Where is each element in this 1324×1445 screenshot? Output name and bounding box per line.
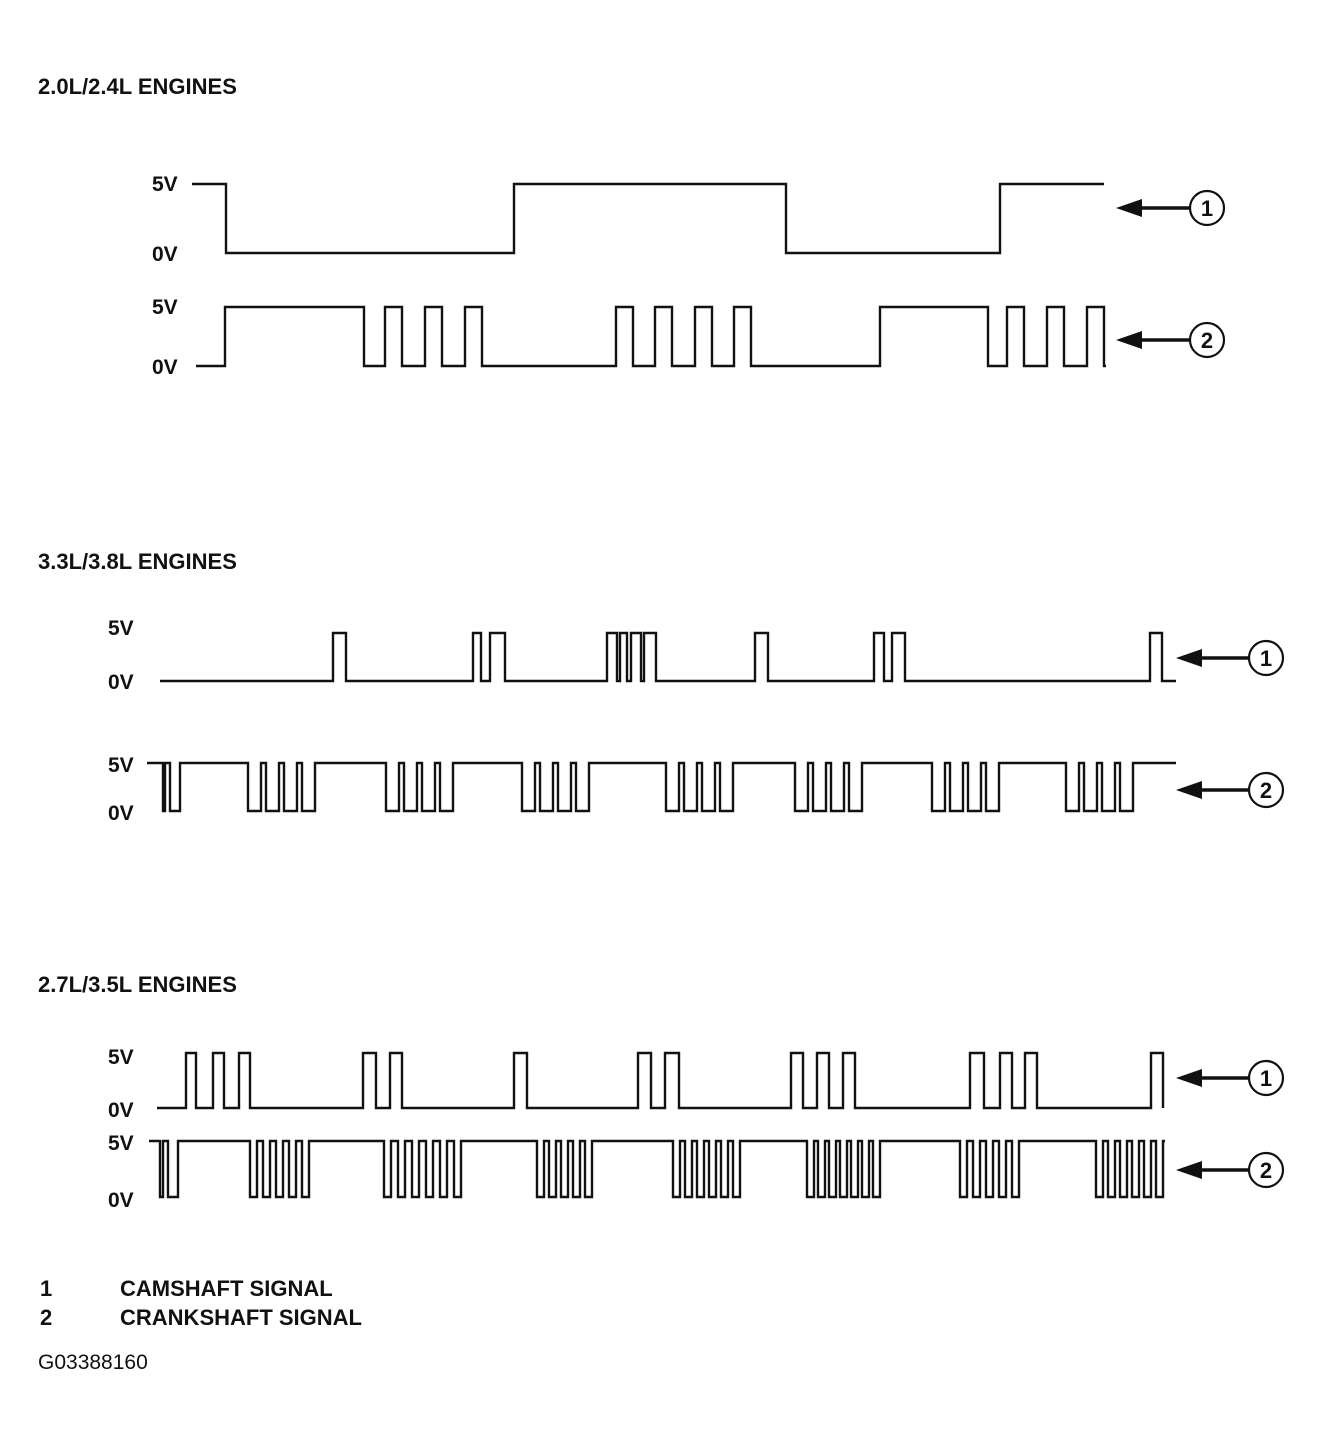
section-title: 2.7L/3.5L ENGINES xyxy=(38,972,237,997)
callout-camshaft: 1 xyxy=(1116,189,1226,227)
callout-number: 1 xyxy=(1201,196,1213,221)
callout-number: 2 xyxy=(1260,1158,1272,1183)
legend-item-camshaft: 1 CAMSHAFT SIGNAL xyxy=(40,1276,333,1301)
callout-camshaft: 1 xyxy=(1176,639,1285,677)
callout-camshaft: 1 xyxy=(1176,1059,1285,1097)
callout-crankshaft: 2 xyxy=(1116,321,1226,359)
section-title: 2.0L/2.4L ENGINES xyxy=(38,74,237,99)
figure-code: G03388160 xyxy=(38,1351,148,1374)
callout-crankshaft: 2 xyxy=(1176,771,1285,809)
crankshaft-waveform xyxy=(149,1139,1165,1199)
callout-crankshaft: 2 xyxy=(1176,1151,1285,1189)
section-3-3l-3-8l: 3.3L/3.8L ENGINES 5V 0V 1 5V 0V 2 xyxy=(38,549,1285,825)
voltage-label-5v: 5V xyxy=(108,1046,134,1069)
voltage-label-5v: 5V xyxy=(152,296,178,319)
callout-circle xyxy=(1188,189,1226,227)
voltage-label-5v: 5V xyxy=(108,1132,134,1155)
voltage-label-5v: 5V xyxy=(108,617,134,640)
legend-text: CRANKSHAFT SIGNAL xyxy=(120,1305,362,1330)
callout-number: 2 xyxy=(1201,328,1213,353)
legend-text: CAMSHAFT SIGNAL xyxy=(120,1276,333,1301)
callout-number: 2 xyxy=(1260,778,1272,803)
callout-number: 1 xyxy=(1260,646,1272,671)
voltage-label-5v: 5V xyxy=(152,173,178,196)
camshaft-waveform xyxy=(192,182,1104,255)
callout-circle xyxy=(1247,771,1285,809)
voltage-label-0v: 0V xyxy=(108,802,134,825)
camshaft-waveform xyxy=(160,631,1176,683)
voltage-label-0v: 0V xyxy=(152,356,178,379)
arrow-icon xyxy=(1116,199,1142,217)
arrow-icon xyxy=(1176,1069,1202,1087)
callout-circle xyxy=(1247,639,1285,677)
callout-circle xyxy=(1247,1151,1285,1189)
arrow-icon xyxy=(1176,1161,1202,1179)
section-2-7l-3-5l: 2.7L/3.5L ENGINES 5V 0V 1 5V 0V 2 xyxy=(38,972,1285,1212)
section-title: 3.3L/3.8L ENGINES xyxy=(38,549,237,574)
crankshaft-waveform xyxy=(196,305,1106,368)
camshaft-waveform xyxy=(157,1051,1165,1110)
legend-item-crankshaft: 2 CRANKSHAFT SIGNAL xyxy=(40,1305,362,1330)
arrow-icon xyxy=(1176,781,1202,799)
callout-number: 1 xyxy=(1260,1066,1272,1091)
voltage-label-0v: 0V xyxy=(108,671,134,694)
legend-number: 1 xyxy=(40,1276,52,1301)
voltage-label-5v: 5V xyxy=(108,754,134,777)
legend: 1 CAMSHAFT SIGNAL 2 CRANKSHAFT SIGNAL xyxy=(40,1276,362,1330)
callout-circle xyxy=(1247,1059,1285,1097)
crankshaft-waveform xyxy=(147,761,1176,813)
arrow-icon xyxy=(1176,649,1202,667)
voltage-label-0v: 0V xyxy=(152,243,178,266)
arrow-icon xyxy=(1116,331,1142,349)
voltage-label-0v: 0V xyxy=(108,1099,134,1122)
callout-circle xyxy=(1188,321,1226,359)
legend-number: 2 xyxy=(40,1305,52,1330)
voltage-label-0v: 0V xyxy=(108,1189,134,1212)
section-2-0l-2-4l: 2.0L/2.4L ENGINES 5V 0V 1 5V 0V 2 xyxy=(38,74,1226,379)
